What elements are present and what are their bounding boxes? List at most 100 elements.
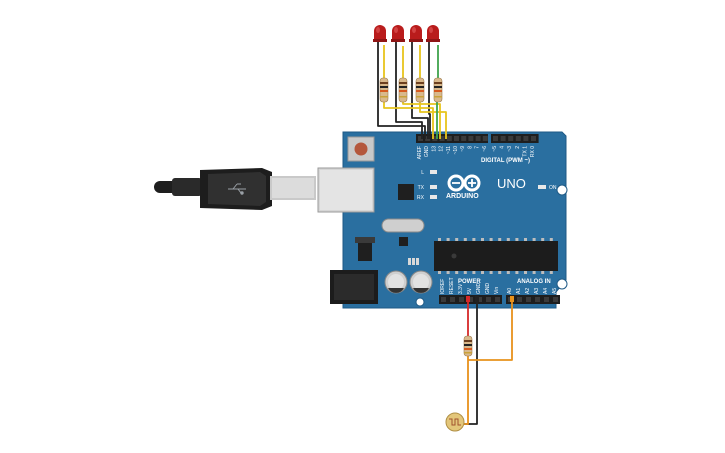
photoresistor[interactable]: [445, 412, 465, 432]
analog-header-label: ANALOG IN: [517, 279, 551, 285]
header-pin[interactable]: [500, 136, 506, 141]
digital-pin-header[interactable]: [416, 134, 539, 143]
pull-down-resistor[interactable]: [463, 335, 473, 357]
header-pin[interactable]: [544, 297, 549, 302]
capacitor-2: [409, 270, 433, 294]
pin-label: GND: [424, 146, 430, 158]
led-resistor[interactable]: [433, 77, 443, 103]
pin-label: GND: [485, 283, 491, 295]
header-pin[interactable]: [459, 297, 464, 302]
reset-button[interactable]: [347, 136, 375, 162]
capacitor-1: [384, 270, 408, 294]
led-resistor-group[interactable]: [379, 77, 443, 103]
led-resistor[interactable]: [398, 77, 408, 103]
pin-label: A0: [507, 288, 513, 294]
usb-cable[interactable]: [154, 168, 316, 210]
pin-label: GND: [476, 283, 482, 295]
header-pin[interactable]: [515, 136, 521, 141]
header-pin[interactable]: [418, 136, 423, 141]
led-group[interactable]: [373, 25, 440, 42]
arduino-board[interactable]: L TX RX ON ARDUINO UNO DIGITAL (PWM ~) P…: [317, 131, 568, 309]
header-pin[interactable]: [468, 136, 474, 141]
wire-gnd-1: [377, 38, 426, 139]
wire-gnd-sensor: [462, 300, 478, 425]
header-pin[interactable]: [461, 136, 467, 141]
header-pin[interactable]: [517, 297, 522, 302]
dc-power-jack: [330, 270, 378, 304]
usb-socket: [317, 167, 375, 213]
header-pin[interactable]: [475, 136, 481, 141]
on-led-label: ON: [549, 185, 557, 191]
header-pin[interactable]: [535, 297, 540, 302]
header-pin[interactable]: [477, 297, 482, 302]
wire-gnd-4: [428, 38, 431, 139]
header-pin[interactable]: [523, 136, 529, 141]
header-pin[interactable]: [441, 297, 446, 302]
pin-label: TX 1: [522, 146, 528, 157]
pin-label: AREF: [417, 146, 423, 159]
pin-label: A1: [516, 288, 522, 294]
pin-label: ~5: [492, 146, 498, 152]
pin-label: A3: [534, 288, 540, 294]
header-pin[interactable]: [531, 136, 536, 141]
pin-label: ~10: [453, 146, 459, 155]
header-pin[interactable]: [508, 136, 514, 141]
arduino-logo-icon: [447, 174, 481, 192]
header-pin[interactable]: [439, 136, 445, 141]
arduino-brand-text: ARDUINO: [446, 193, 479, 200]
header-pin[interactable]: [493, 136, 498, 141]
pin-label: ~11: [446, 146, 452, 154]
wire-gnd-3: [411, 38, 429, 139]
header-pin[interactable]: [432, 136, 438, 141]
header-pin[interactable]: [486, 297, 491, 302]
header-pin[interactable]: [553, 297, 558, 302]
led-resistor[interactable]: [415, 77, 425, 103]
header-pin[interactable]: [526, 297, 531, 302]
header-pin[interactable]: [450, 297, 455, 302]
pin-label: Vin: [494, 287, 500, 294]
regulator: [358, 243, 372, 261]
crystal-oscillator: [381, 218, 425, 233]
small-chip: [399, 237, 408, 246]
header-pin[interactable]: [454, 136, 459, 141]
sensor-wires: [448, 300, 513, 425]
atmega-chip: [434, 238, 558, 274]
pin-label: ~9: [460, 146, 466, 152]
header-pin[interactable]: [495, 297, 500, 302]
pin-label: 7: [475, 146, 481, 149]
header-pin[interactable]: [482, 136, 488, 141]
pin-label: 2: [515, 146, 521, 149]
led-2[interactable]: [391, 25, 405, 42]
led-4[interactable]: [426, 25, 440, 42]
pin-label: ~6: [482, 146, 488, 152]
analog-pin-header[interactable]: [506, 295, 560, 304]
led-resistor[interactable]: [379, 77, 389, 103]
pin-label: A2: [525, 288, 531, 294]
wire-led-2: [402, 46, 441, 139]
led-1[interactable]: [373, 25, 387, 42]
pin-label: 3.3V: [458, 283, 464, 294]
wire-a0: [468, 300, 513, 361]
board-model-text: UNO: [497, 176, 526, 191]
usb-icon: [228, 183, 246, 195]
pin-label: ~3: [507, 146, 513, 152]
led-label-tx: TX: [418, 185, 425, 191]
pin-label: 8: [467, 146, 473, 149]
pin-label: RESET: [449, 277, 455, 294]
header-pin[interactable]: [446, 136, 452, 141]
usb-chip: [398, 184, 414, 200]
pin-label: 4: [500, 146, 506, 149]
pin-label: 13: [431, 146, 437, 152]
pin-label: A4: [543, 288, 549, 294]
power-header-label: POWER: [458, 279, 481, 285]
wire-led-1: [383, 45, 434, 139]
led-3[interactable]: [409, 25, 423, 42]
header-pin[interactable]: [468, 297, 473, 302]
wire-gnd-2: [395, 40, 423, 139]
power-pin-header[interactable]: [439, 295, 502, 304]
onboard-leds: L TX RX ON: [417, 170, 557, 201]
